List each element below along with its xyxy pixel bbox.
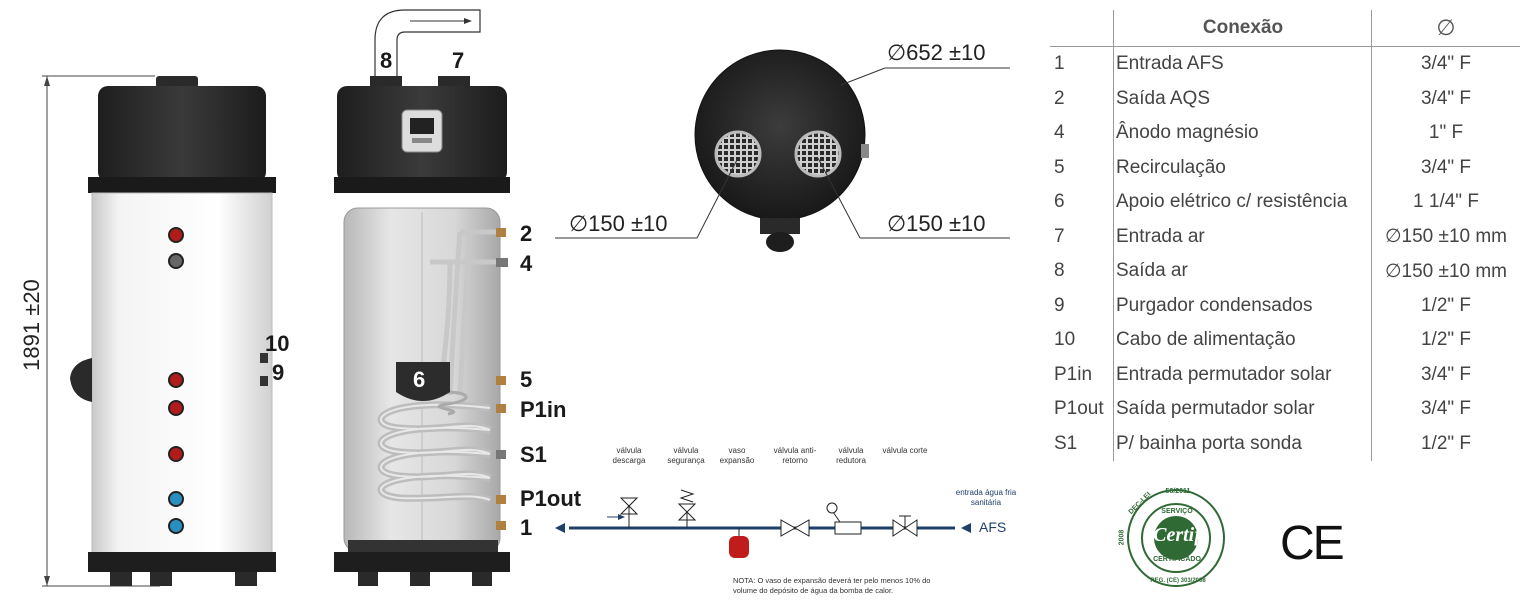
inlet-label: AFS [979, 519, 1007, 535]
table-header-diameter: ∅ [1371, 10, 1520, 47]
row-diameter: 3/4" F [1371, 46, 1520, 82]
comp-valvula-anti-retorno: válvula anti-retorno [773, 446, 817, 465]
label-6: 6 [413, 367, 426, 392]
diameter-150-right: ∅150 ±10 [887, 211, 986, 236]
row-connection: Recirculação [1113, 150, 1372, 185]
seal-top: 56/2011 [1165, 488, 1191, 495]
seal-brand: Certif [1153, 524, 1201, 546]
front-view-drawing [334, 9, 510, 586]
certif-seal: Certif 56/2011 DEC-LEI SERVIÇO CERTIFICA… [1118, 482, 1232, 594]
row-diameter: 1/2" F [1371, 426, 1520, 461]
comp-valvula-descarga: válvula descarga [612, 446, 646, 465]
label-9: 9 [272, 360, 285, 385]
row-number: 6 [1054, 191, 1065, 213]
side-view-drawing [42, 75, 276, 587]
row-connection: Ânodo magnésio [1113, 116, 1372, 151]
row-number: 7 [1054, 225, 1065, 247]
certif-seal-drawing [1127, 489, 1225, 587]
label-8: 8 [380, 48, 393, 73]
inlet-caption: entrada água fria sanitária [955, 488, 1017, 507]
row-connection: Apoio elétrico c/ resistência [1113, 185, 1372, 220]
row-diameter: ∅150 ±10 mm [1371, 254, 1520, 289]
row-connection: Entrada permutador solar [1113, 357, 1372, 392]
row-number: 10 [1054, 329, 1076, 351]
row-number: 4 [1054, 122, 1065, 144]
label-p1in: P1in [520, 397, 567, 422]
side-view: 1891 ±20 10 9 [0, 0, 300, 608]
row-diameter: 1 1/4" F [1371, 185, 1520, 220]
diameter-150-left: ∅150 ±10 [569, 211, 668, 236]
row-number: 8 [1054, 260, 1065, 282]
row-connection: Cabo de alimentação [1113, 323, 1372, 358]
seal-left: 2008 [1118, 529, 1126, 546]
row-connection: Entrada AFS [1113, 46, 1372, 82]
label-10: 10 [265, 331, 290, 356]
table-row: 7 Entrada ar∅150 ±10 mm [1050, 219, 1520, 254]
row-number: P1in [1054, 363, 1093, 385]
diameter-652: ∅652 ±10 [887, 40, 986, 65]
label-p1out: P1out [520, 486, 582, 511]
top-view-drawing [555, 49, 1010, 252]
height-dimension: 1891 ±20 [19, 279, 44, 371]
label-s1: S1 [520, 442, 547, 467]
row-number: 2 [1054, 87, 1065, 109]
row-diameter: 3/4" F [1371, 150, 1520, 185]
row-number: S1 [1054, 432, 1078, 454]
hydraulic-schema: válvula descarga válvula segurança vaso … [555, 440, 1025, 608]
row-diameter: 1/2" F [1371, 288, 1520, 323]
comp-valvula-redutora: válvula redutora [836, 446, 866, 465]
top-view: ∅652 ±10 ∅150 ±10 ∅150 ±10 [555, 30, 1015, 280]
seal-certified: CERTIFICADO [1153, 556, 1201, 563]
label-2: 2 [520, 221, 533, 246]
label-7: 7 [452, 48, 465, 73]
label-5: 5 [520, 367, 533, 392]
row-diameter: 1" F [1371, 116, 1520, 151]
row-connection: Saída permutador solar [1113, 392, 1372, 427]
row-diameter: 3/4" F [1371, 81, 1520, 116]
table-header-connection: Conexão [1113, 10, 1372, 47]
row-connection: Entrada ar [1113, 219, 1372, 254]
row-connection: Purgador condensados [1113, 288, 1372, 323]
hydraulic-drawing [555, 489, 971, 558]
row-connection: Saída ar [1113, 254, 1372, 289]
table-header-number [1050, 10, 1114, 47]
table-header-row: Conexão ∅ [1050, 10, 1520, 47]
comp-vaso-expansao: vaso expansão [719, 446, 755, 465]
row-number: 9 [1054, 294, 1065, 316]
table-row: 8 Saída ar∅150 ±10 mm [1050, 254, 1520, 289]
seal-bottom: REG. (CE) 303/2008 [1150, 578, 1206, 584]
comp-valvula-seguranca: válvula segurança [667, 446, 705, 465]
row-number: 1 [1054, 53, 1065, 75]
label-1: 1 [520, 515, 533, 540]
row-diameter: 1/2" F [1371, 323, 1520, 358]
row-number: P1out [1054, 398, 1104, 420]
label-4: 4 [520, 251, 533, 276]
row-number: 5 [1054, 156, 1065, 178]
row-diameter: 3/4" F [1371, 357, 1520, 392]
ce-mark: CE [1280, 517, 1345, 570]
comp-valvula-corte: válvula corte [882, 446, 928, 455]
row-diameter: 3/4" F [1371, 392, 1520, 427]
front-view: 8 7 6 2 4 5 P1in S1 P1out 1 [300, 0, 600, 608]
row-diameter: ∅150 ±10 mm [1371, 219, 1520, 254]
note-text: NOTA: O vaso de expansão deverá ter pelo… [733, 576, 931, 595]
seal-service: SERVIÇO [1161, 508, 1193, 515]
row-connection: Saída AQS [1113, 81, 1372, 116]
row-connection: P/ bainha porta sonda [1113, 426, 1372, 461]
